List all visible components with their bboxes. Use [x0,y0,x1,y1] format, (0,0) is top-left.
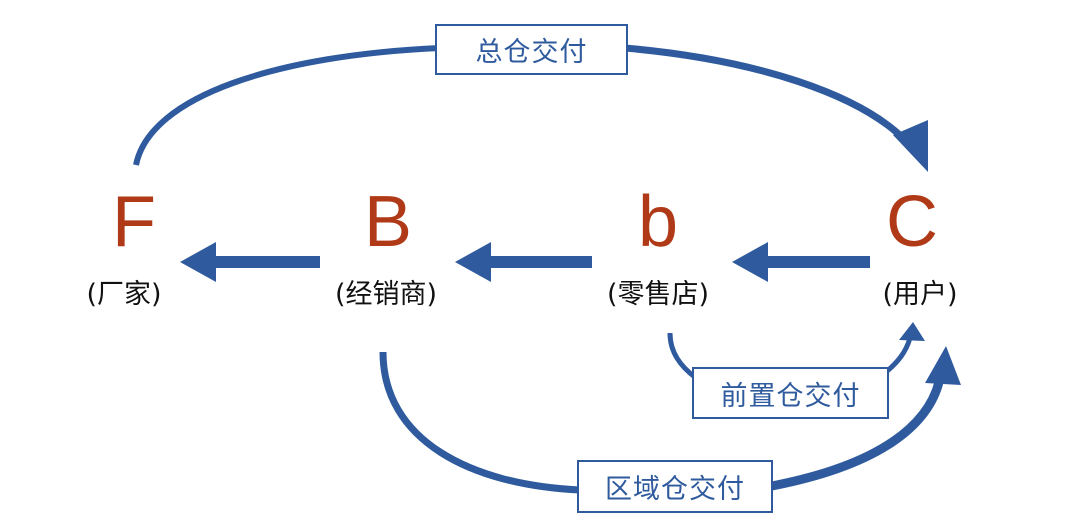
arrow-B-to-F-head [180,242,216,282]
node-letter-c: C [886,182,938,262]
node-label-distributor: (经销商) [334,279,438,310]
arrow-b-to-B-head [455,242,491,282]
arrow-front-head [899,322,925,341]
route-label-regional: 区域仓交付 [577,460,773,513]
arrow-front-arc-right [884,337,913,374]
node-label-user: (用户) [882,279,958,310]
arrow-regional-arc-left [379,351,581,494]
node-letter-b: b [637,182,679,262]
node-label-retailer: (零售店) [606,279,710,310]
route-label-front: 前置仓交付 [692,367,889,419]
arrow-c-to-b-head [732,242,768,282]
arrow-top-head [893,120,928,172]
arrow-regional-head [925,346,961,385]
node-letter-B: B [363,182,413,262]
arrow-regional-arc-right [771,376,945,491]
node-letter-f: F [112,182,156,262]
arrow-top-arc-right [624,44,908,143]
route-label-central: 总仓交付 [435,24,628,75]
node-label-manufacturer: (厂家) [86,279,162,310]
arrow-top-arc-left [133,45,441,166]
